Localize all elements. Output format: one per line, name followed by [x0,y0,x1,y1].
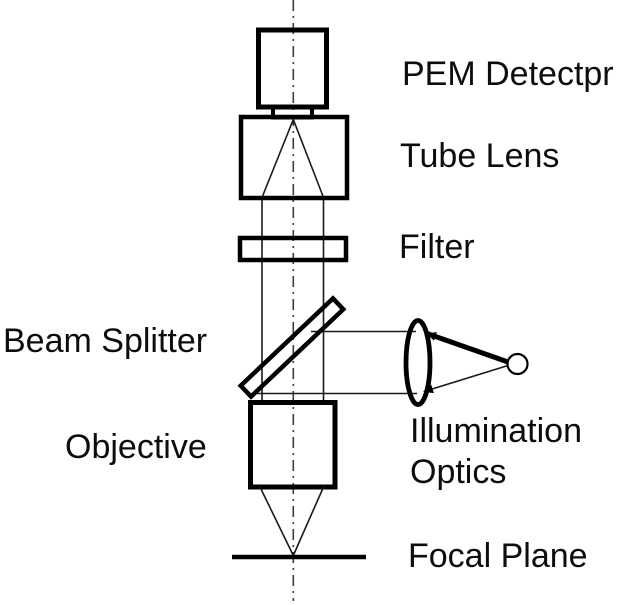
label-pem-detector: PEM Detectpr [402,55,614,93]
illumination-lens-ellipse [403,318,433,407]
beam-splitter-plate [237,295,347,400]
objective-box [248,400,338,490]
tube-lens-cone-rays [261,119,325,198]
label-tube-lens: Tube Lens [400,137,559,175]
label-objective: Objective [65,428,207,466]
label-focal-plane: Focal Plane [408,537,588,575]
filter-box [237,235,349,263]
illumination-cone-upper [426,331,509,365]
light-source-circle [506,352,529,376]
label-filter: Filter [399,228,475,266]
label-beam-splitter: Beam Splitter [3,322,207,360]
label-illumination-line2: Optics [410,453,506,491]
tube-lens-box [238,114,350,201]
objective-cone-rays [259,486,325,556]
illumination-cone-lower [423,364,509,394]
label-illumination-line1: Illumination [410,412,582,450]
